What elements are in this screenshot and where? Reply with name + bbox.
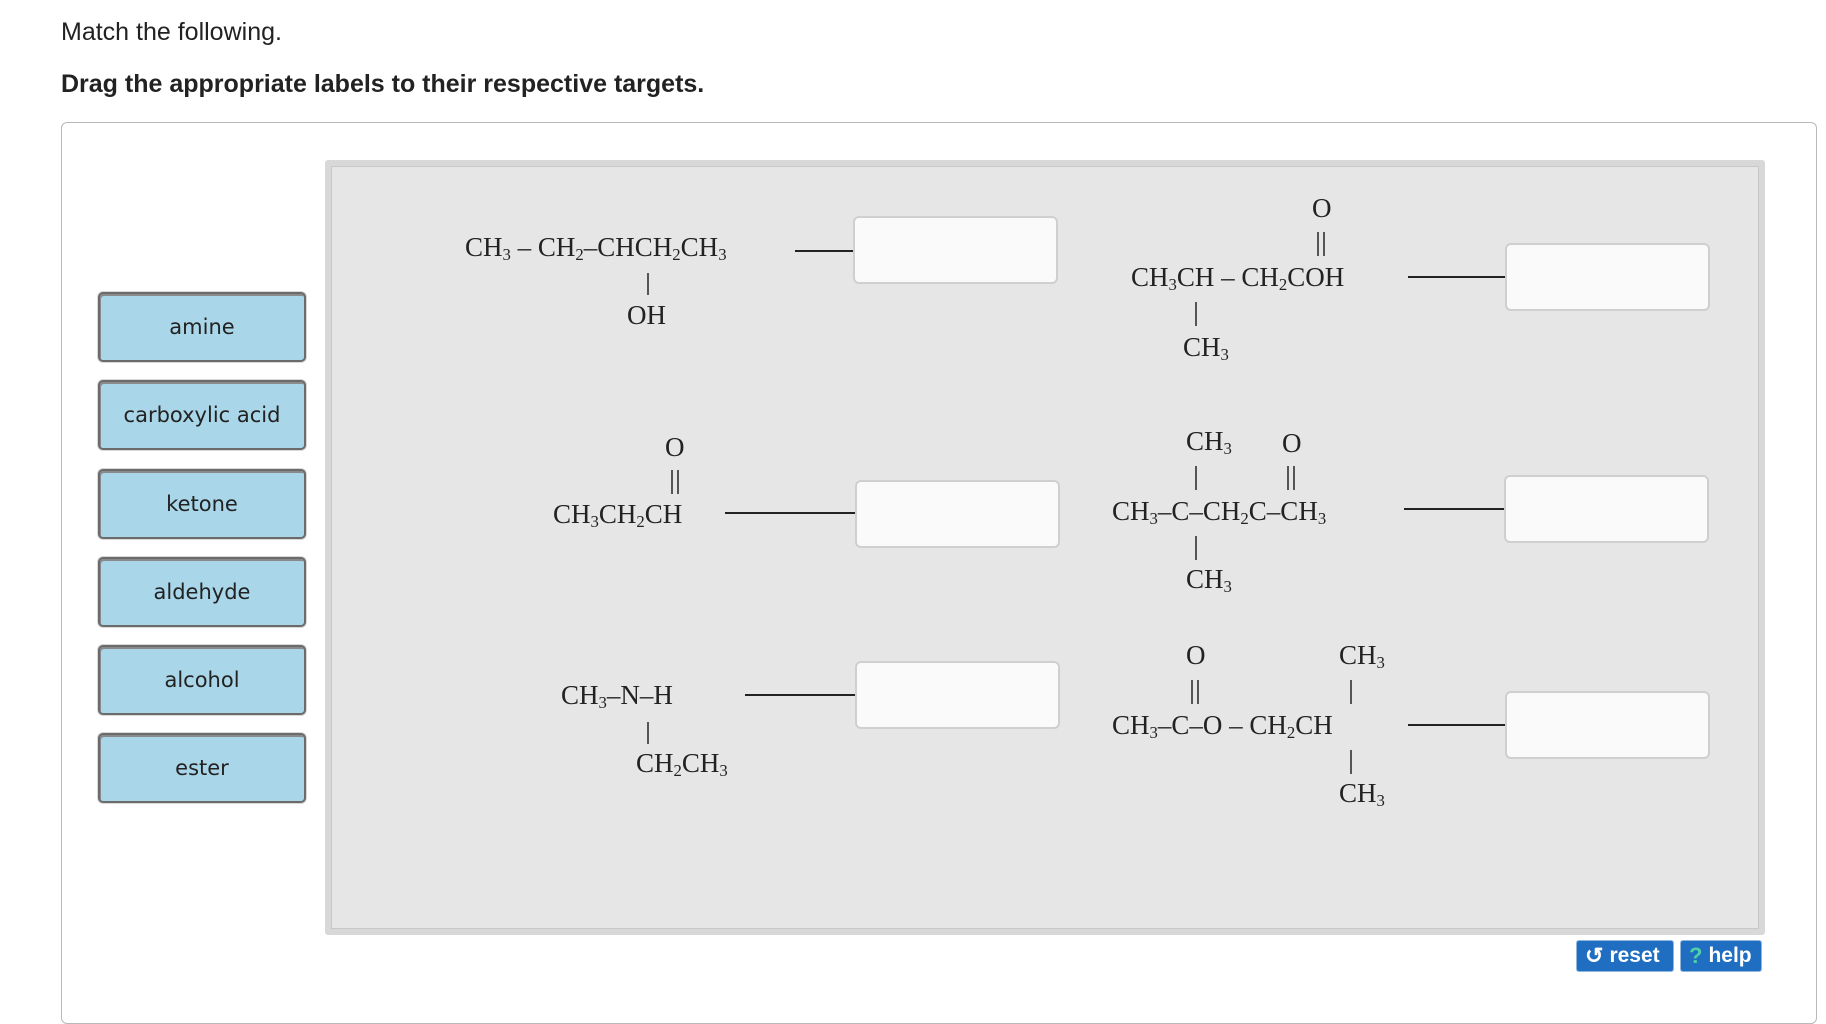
reset-icon: ↺ — [1585, 943, 1604, 968]
structure-4-top-left: CH3 — [1186, 426, 1232, 459]
label-text: alcohol — [164, 668, 240, 692]
page-title: Match the following. — [61, 18, 282, 46]
drop-target-4[interactable] — [1504, 475, 1709, 543]
structure-5-main: CH3–N–H — [561, 680, 673, 713]
bond-line — [647, 722, 649, 744]
help-label: help — [1708, 944, 1752, 967]
structure-4-sub: CH3 — [1186, 564, 1232, 597]
label-carboxylic-acid[interactable]: carboxylic acid — [98, 380, 306, 450]
connector-line — [1404, 508, 1504, 510]
drop-target-5[interactable] — [855, 661, 1060, 729]
drop-target-6[interactable] — [1505, 691, 1710, 759]
double-bond — [1287, 466, 1295, 490]
bond-line — [1350, 680, 1352, 704]
structure-6-top-right: CH3 — [1339, 640, 1385, 673]
structure-2-top: O — [1312, 193, 1332, 223]
bond-line — [1195, 302, 1197, 326]
bond-line — [647, 273, 649, 295]
structure-4-top-right: O — [1282, 428, 1302, 458]
connector-line — [1408, 276, 1505, 278]
connector-line — [1408, 724, 1505, 726]
label-text: amine — [169, 315, 235, 339]
structure-2-sub: CH3 — [1183, 332, 1229, 365]
instruction-text: Drag the appropriate labels to their res… — [61, 70, 705, 98]
bond-line — [1195, 466, 1197, 490]
structure-6-top-left: O — [1186, 640, 1206, 670]
label-text: ketone — [166, 492, 238, 516]
double-bond — [671, 470, 679, 494]
structure-2-main: CH3CH – CH2COH — [1131, 262, 1345, 295]
structure-3-main: CH3CH2CH — [553, 499, 683, 532]
structure-1-main: CH3 – CH2–CHCH2CH3 — [465, 232, 727, 265]
structure-6-sub: CH3 — [1339, 778, 1385, 811]
connector-line — [745, 694, 855, 696]
label-ketone[interactable]: ketone — [98, 469, 306, 539]
label-text: aldehyde — [153, 580, 251, 604]
bond-line — [1350, 750, 1352, 774]
connector-line — [795, 250, 853, 252]
structure-5-sub: CH2CH3 — [636, 748, 728, 781]
structure-6-main: CH3–C–O – CH2CH — [1112, 710, 1333, 743]
reset-button[interactable]: ↺ reset — [1576, 940, 1674, 972]
bond-line — [1195, 536, 1197, 560]
structure-3-top: O — [665, 432, 685, 462]
structure-1-sub: OH — [627, 300, 666, 330]
label-text: carboxylic acid — [123, 403, 281, 427]
drop-target-3[interactable] — [855, 480, 1060, 548]
help-button[interactable]: ? help — [1680, 940, 1762, 972]
connector-line — [725, 512, 855, 514]
drop-target-2[interactable] — [1505, 243, 1710, 311]
reset-label: reset — [1609, 944, 1660, 967]
double-bond — [1317, 232, 1325, 256]
label-amine[interactable]: amine — [98, 292, 306, 362]
label-alcohol[interactable]: alcohol — [98, 645, 306, 715]
help-icon: ? — [1689, 943, 1703, 968]
label-aldehyde[interactable]: aldehyde — [98, 557, 306, 627]
structure-4-main: CH3–C–CH2C–CH3 — [1112, 496, 1327, 529]
label-ester[interactable]: ester — [98, 733, 306, 803]
double-bond — [1191, 680, 1199, 704]
drop-target-1[interactable] — [853, 216, 1058, 284]
label-text: ester — [175, 756, 229, 780]
